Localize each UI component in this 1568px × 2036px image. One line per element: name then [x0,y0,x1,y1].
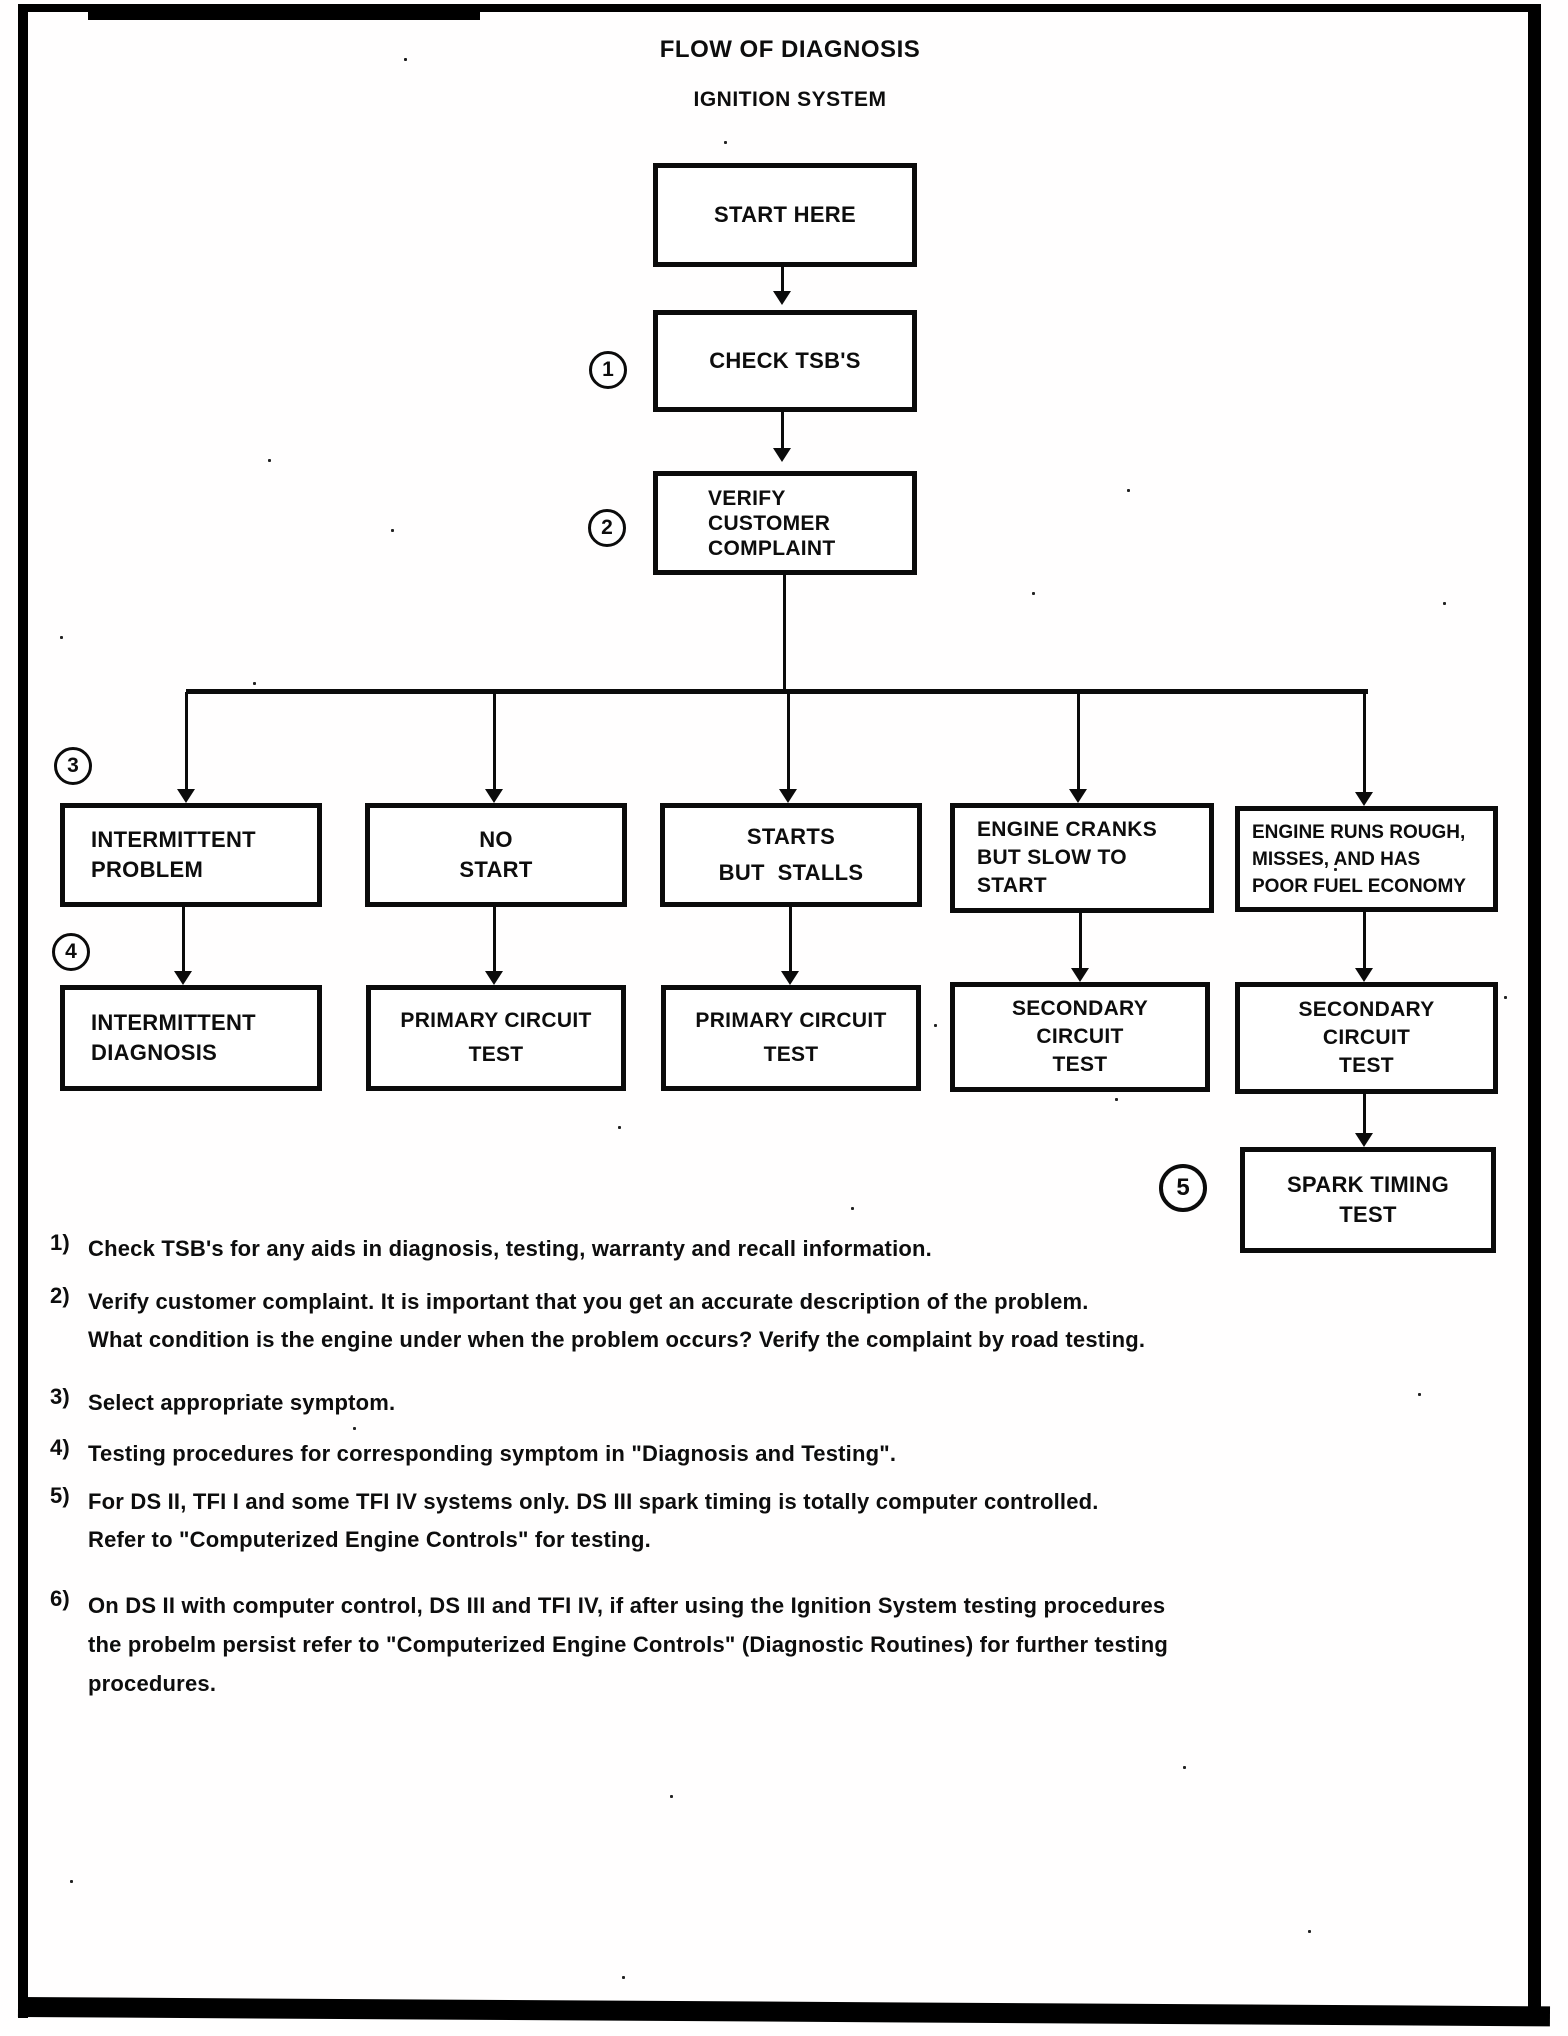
arrowhead [1355,1133,1373,1147]
test-box-secondary-circuit-1: SECONDARY CIRCUIT TEST [950,982,1210,1092]
callout-number: 2 [601,516,613,539]
branch-drop-3 [787,692,790,790]
note-number: 3) [50,1384,70,1409]
test-box-secondary-circuit-2: SECONDARY CIRCUIT TEST [1235,982,1498,1094]
callout-2: 2 [588,509,626,547]
note-number: 5) [50,1483,70,1508]
flow-node-label: ENGINE RUNS ROUGH, MISSES, AND HAS POOR … [1252,821,1466,897]
page-border-right [1528,4,1541,2020]
page-border-top-streak [88,11,480,20]
page-border-top [18,4,1541,12]
connector-symptom2-test2 [493,907,496,973]
arrowhead [1355,792,1373,806]
page-border-left [18,4,28,2018]
flow-node-spark-timing-test: SPARK TIMING TEST [1240,1147,1496,1253]
connector-start-to-check [781,267,784,293]
flow-node-label: PRIMARY CIRCUIT TEST [695,1009,887,1066]
flow-node-label: PRIMARY CIRCUIT TEST [400,1009,592,1066]
callout-5: 5 [1159,1164,1207,1212]
flow-node-label: STARTS BUT STALLS [718,824,864,885]
arrowhead [779,789,797,803]
page-subtitle: IGNITION SYSTEM [693,88,887,111]
callout-number: 3 [67,754,79,777]
page-border-bottom [17,1997,1551,2027]
flow-node-label: SPARK TIMING TEST [1286,1172,1450,1227]
connector-verify-to-branch [783,575,786,693]
callout-1: 1 [589,351,627,389]
note-number: 4) [50,1435,70,1460]
arrowhead [485,971,503,985]
note-text: Check TSB's for any aids in diagnosis, t… [88,1236,932,1261]
branch-bus-line [186,689,1368,694]
branch-drop-1 [185,692,188,790]
note-text: For DS II, TFI I and some TFI IV systems… [88,1489,1099,1552]
flow-node-check-tsbs: CHECK TSB'S [653,310,917,412]
arrowhead [773,448,791,462]
symptom-box-intermittent-problem: INTERMITTENT PROBLEM [60,803,322,907]
flow-node-label: VERIFY CUSTOMER COMPLAINT [708,486,836,560]
connector-symptom5-test5 [1363,912,1366,970]
connector-test5-spark-timing [1363,1094,1366,1135]
callout-3: 3 [54,747,92,785]
note-6: 6) On DS II with computer control, DS II… [50,1586,1168,1703]
flow-node-label: SECONDARY CIRCUIT TEST [1011,997,1149,1076]
flow-node-label: SECONDARY CIRCUIT TEST [1298,998,1435,1077]
note-text: On DS II with computer control, DS III a… [88,1593,1169,1696]
page-title: FLOW OF DIAGNOSIS [659,36,921,63]
flow-node-label: START HERE [714,202,856,227]
branch-drop-2 [493,692,496,790]
symptom-box-engine-cranks-slow: ENGINE CRANKS BUT SLOW TO START [950,803,1214,913]
arrowhead [485,789,503,803]
connector-symptom4-test4 [1079,913,1082,970]
note-number: 6) [50,1586,70,1611]
flow-node-label: NO START [459,827,533,882]
branch-drop-4 [1077,692,1080,790]
note-1: 1) Check TSB's for any aids in diagnosis… [50,1230,932,1268]
callout-number: 1 [602,358,614,381]
note-3: 3) Select appropriate symptom. [50,1384,395,1422]
connector-check-to-verify [781,412,784,450]
note-4: 4) Testing procedures for corresponding … [50,1435,896,1473]
symptom-box-engine-runs-rough: ENGINE RUNS ROUGH, MISSES, AND HAS POOR … [1235,806,1498,912]
arrowhead [1071,968,1089,982]
note-number: 1) [50,1230,70,1255]
symptom-box-starts-but-stalls: STARTS BUT STALLS [660,803,922,907]
note-number: 2) [50,1283,70,1308]
flow-node-start-here: START HERE [653,163,917,267]
symptom-box-no-start: NO START [365,803,627,907]
note-text: Testing procedures for corresponding sym… [88,1441,897,1466]
connector-symptom1-test1 [182,907,185,973]
connector-symptom3-test3 [789,907,792,973]
arrowhead [781,971,799,985]
branch-drop-5 [1363,692,1366,792]
note-text: Select appropriate symptom. [88,1390,396,1415]
test-box-intermittent-diagnosis: INTERMITTENT DIAGNOSIS [60,985,322,1091]
note-text: Verify customer complaint. It is importa… [88,1289,1146,1352]
flow-node-label: INTERMITTENT DIAGNOSIS [91,1010,256,1065]
note-2: 2) Verify customer complaint. It is impo… [50,1283,1145,1359]
callout-number: 5 [1176,1174,1190,1201]
arrowhead [1069,789,1087,803]
note-5: 5) For DS II, TFI I and some TFI IV syst… [50,1483,1099,1559]
flow-node-label: CHECK TSB'S [709,348,861,373]
arrowhead [1355,968,1373,982]
arrowhead [174,971,192,985]
flow-node-label: INTERMITTENT PROBLEM [91,827,256,882]
arrowhead [177,789,195,803]
scan-noise [404,58,407,61]
callout-number: 4 [65,940,77,963]
callout-4: 4 [52,933,90,971]
test-box-primary-circuit-2: PRIMARY CIRCUIT TEST [661,985,921,1091]
arrowhead [773,291,791,305]
flow-node-verify-complaint: VERIFY CUSTOMER COMPLAINT [653,471,917,575]
test-box-primary-circuit-1: PRIMARY CIRCUIT TEST [366,985,626,1091]
flow-node-label: ENGINE CRANKS BUT SLOW TO START [977,818,1158,897]
